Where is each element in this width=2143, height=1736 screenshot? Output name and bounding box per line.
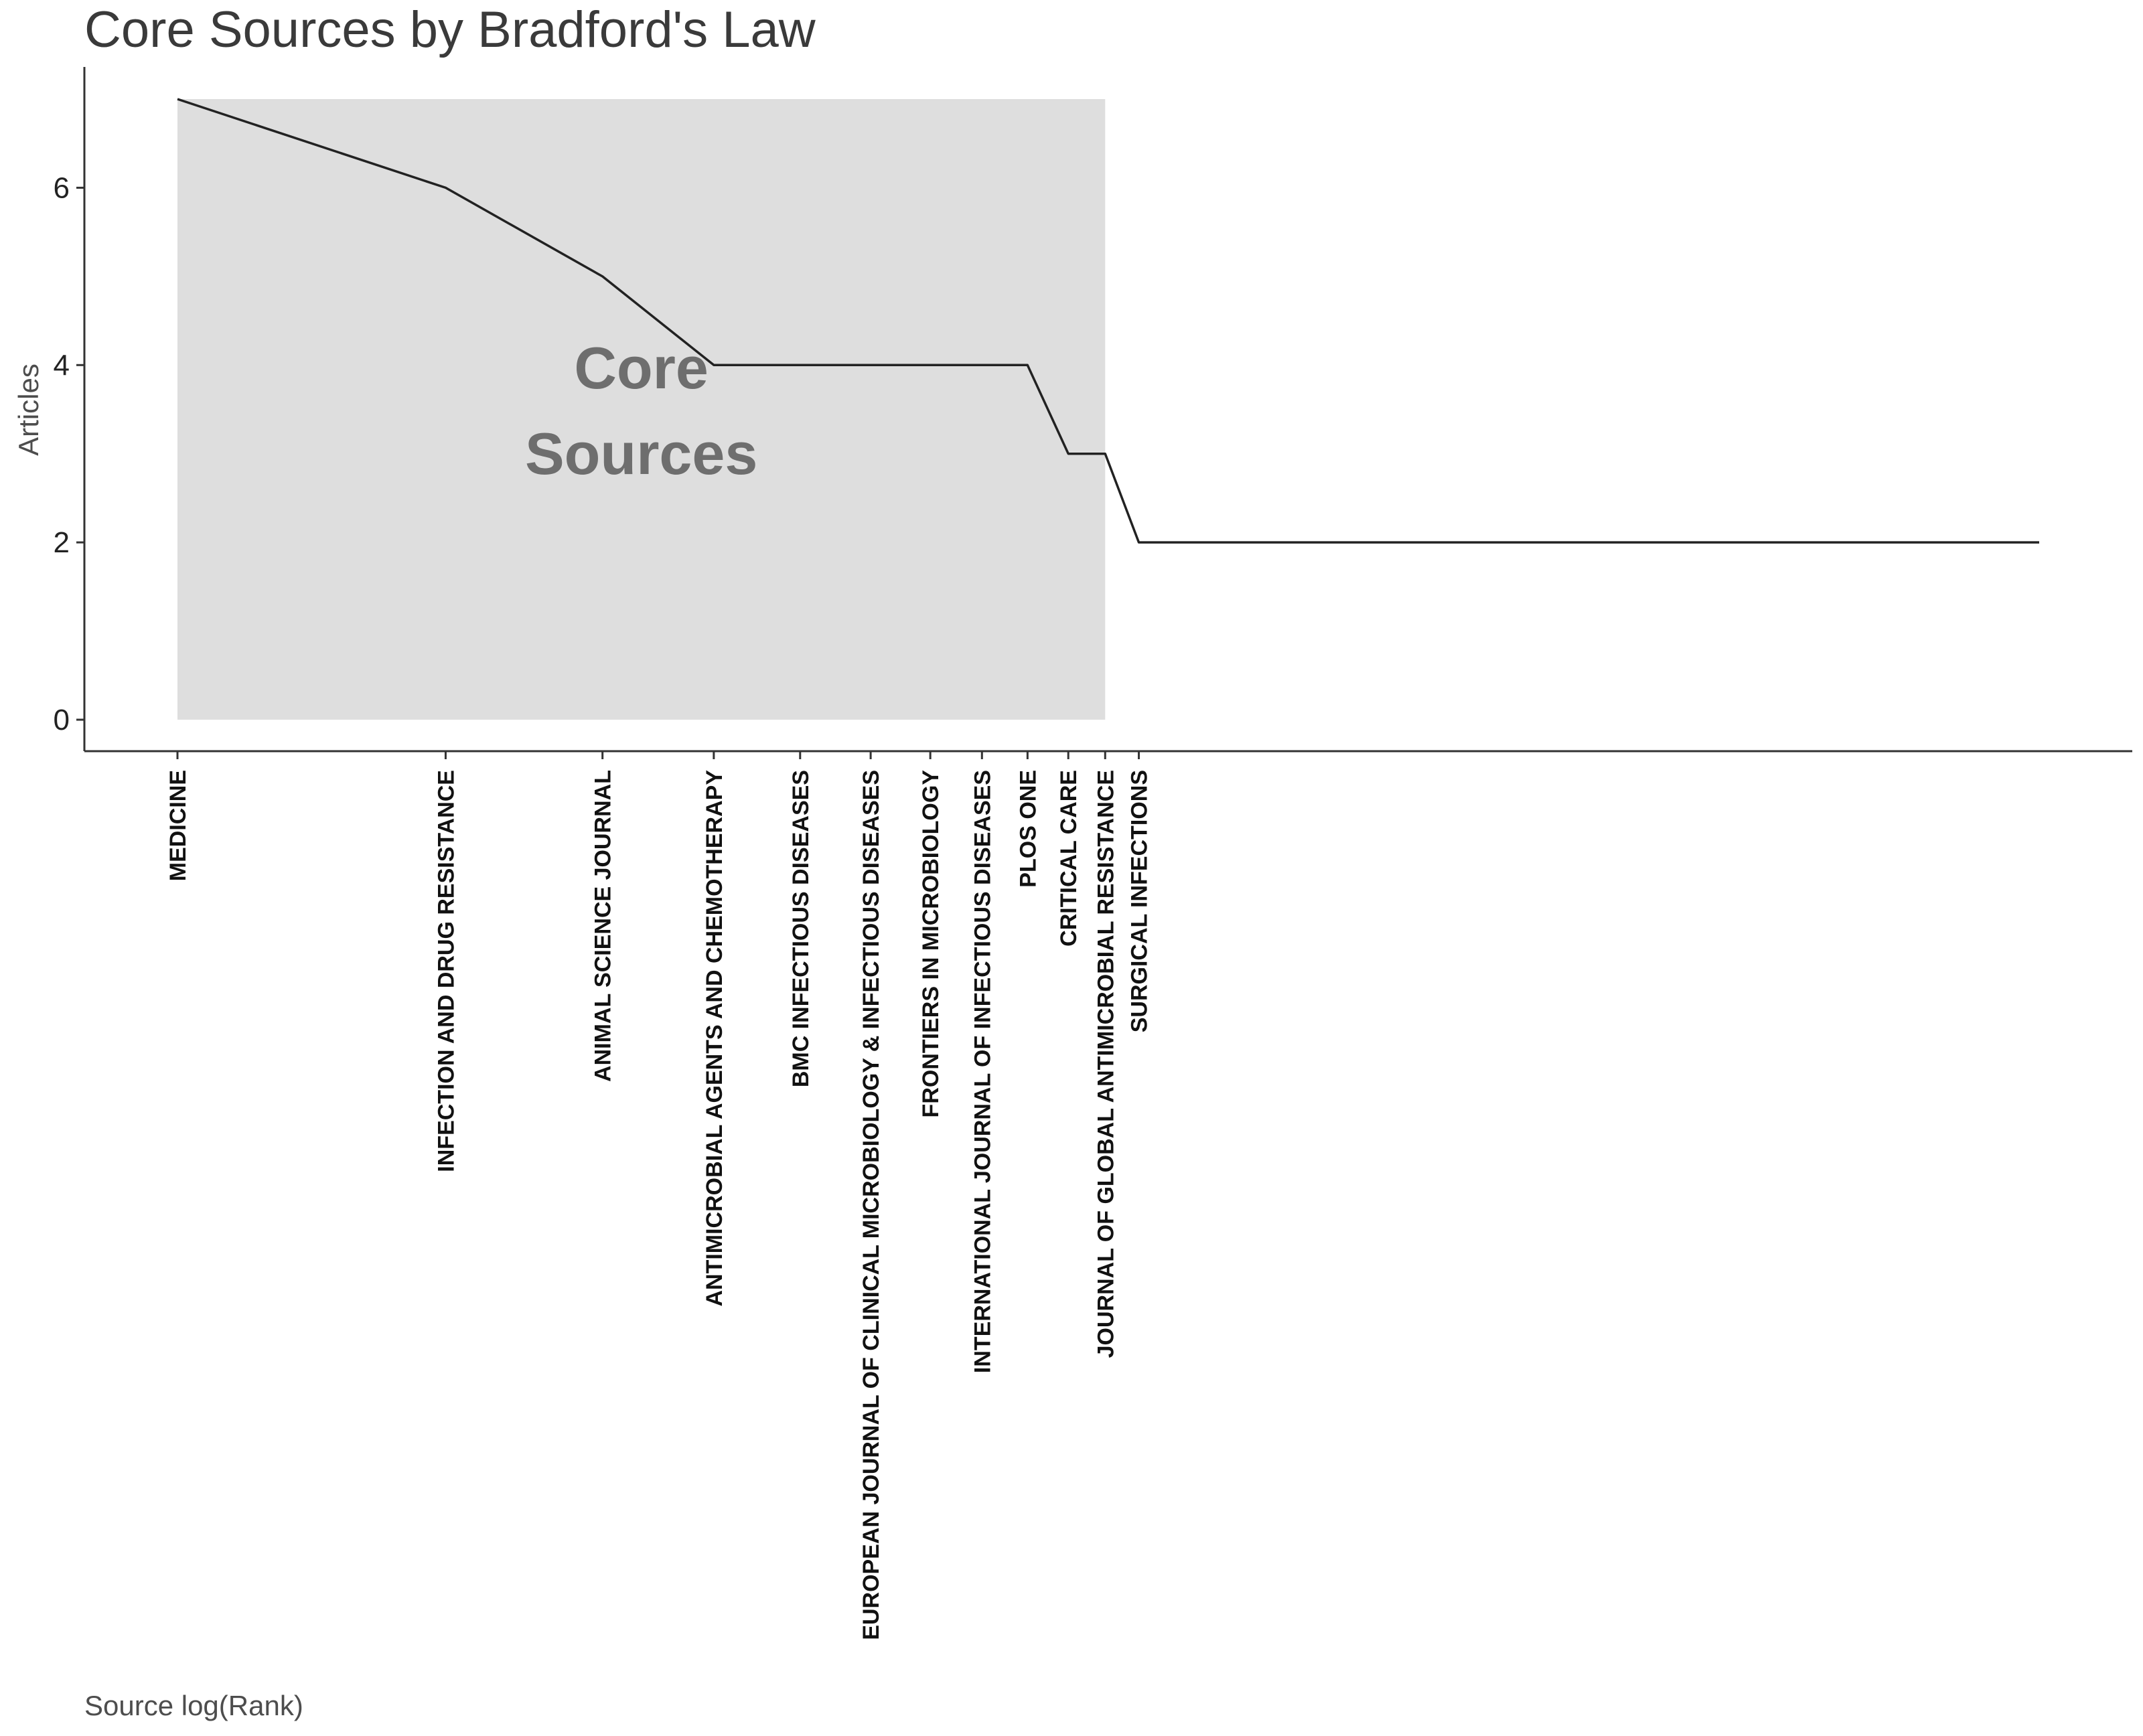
x-tick-label: INTERNATIONAL JOURNAL OF INFECTIOUS DISE… xyxy=(970,770,995,1373)
core-zone-rect xyxy=(177,99,1106,720)
x-axis-title: Source log(Rank) xyxy=(84,1690,303,1721)
y-tick-label: 2 xyxy=(54,526,70,559)
core-zone-label-line: Sources xyxy=(525,420,757,487)
x-tick-label: EUROPEAN JOURNAL OF CLINICAL MICROBIOLOG… xyxy=(859,770,884,1640)
core-zone-label-line: Core xyxy=(574,335,709,401)
x-tick-label: INFECTION AND DRUG RESISTANCE xyxy=(433,770,459,1172)
x-tick-label: JOURNAL OF GLOBAL ANTIMICROBIAL RESISTAN… xyxy=(1093,770,1118,1358)
chart-title: Core Sources by Bradford's Law xyxy=(84,1,816,58)
x-tick-label: FRONTIERS IN MICROBIOLOGY xyxy=(918,770,944,1118)
series-layer xyxy=(177,98,2039,544)
y-axis-ticks: 0 2 4 6 xyxy=(54,171,84,736)
y-tick-label: 0 xyxy=(54,704,70,736)
x-tick-label: ANIMAL SCIENCE JOURNAL xyxy=(591,770,616,1082)
x-tick-label: BMC INFECTIOUS DISEASES xyxy=(788,770,814,1087)
x-tick-label: CRITICAL CARE xyxy=(1056,770,1082,947)
y-axis-title: Articles xyxy=(13,364,44,456)
articles-series-line xyxy=(177,98,2039,544)
x-axis-ticks: MEDICINE INFECTION AND DRUG RESISTANCE ANI… xyxy=(165,751,1153,1640)
y-tick-label: 4 xyxy=(54,349,70,382)
x-tick-label: SURGICAL INFECTIONS xyxy=(1127,770,1153,1032)
x-tick-label: ANTIMICROBIAL AGENTS AND CHEMOTHERAPY xyxy=(702,770,727,1307)
y-tick-label: 6 xyxy=(54,171,70,204)
x-tick-label: PLOS ONE xyxy=(1015,770,1041,888)
x-tick-label: MEDICINE xyxy=(165,770,191,881)
axes xyxy=(83,67,2132,753)
